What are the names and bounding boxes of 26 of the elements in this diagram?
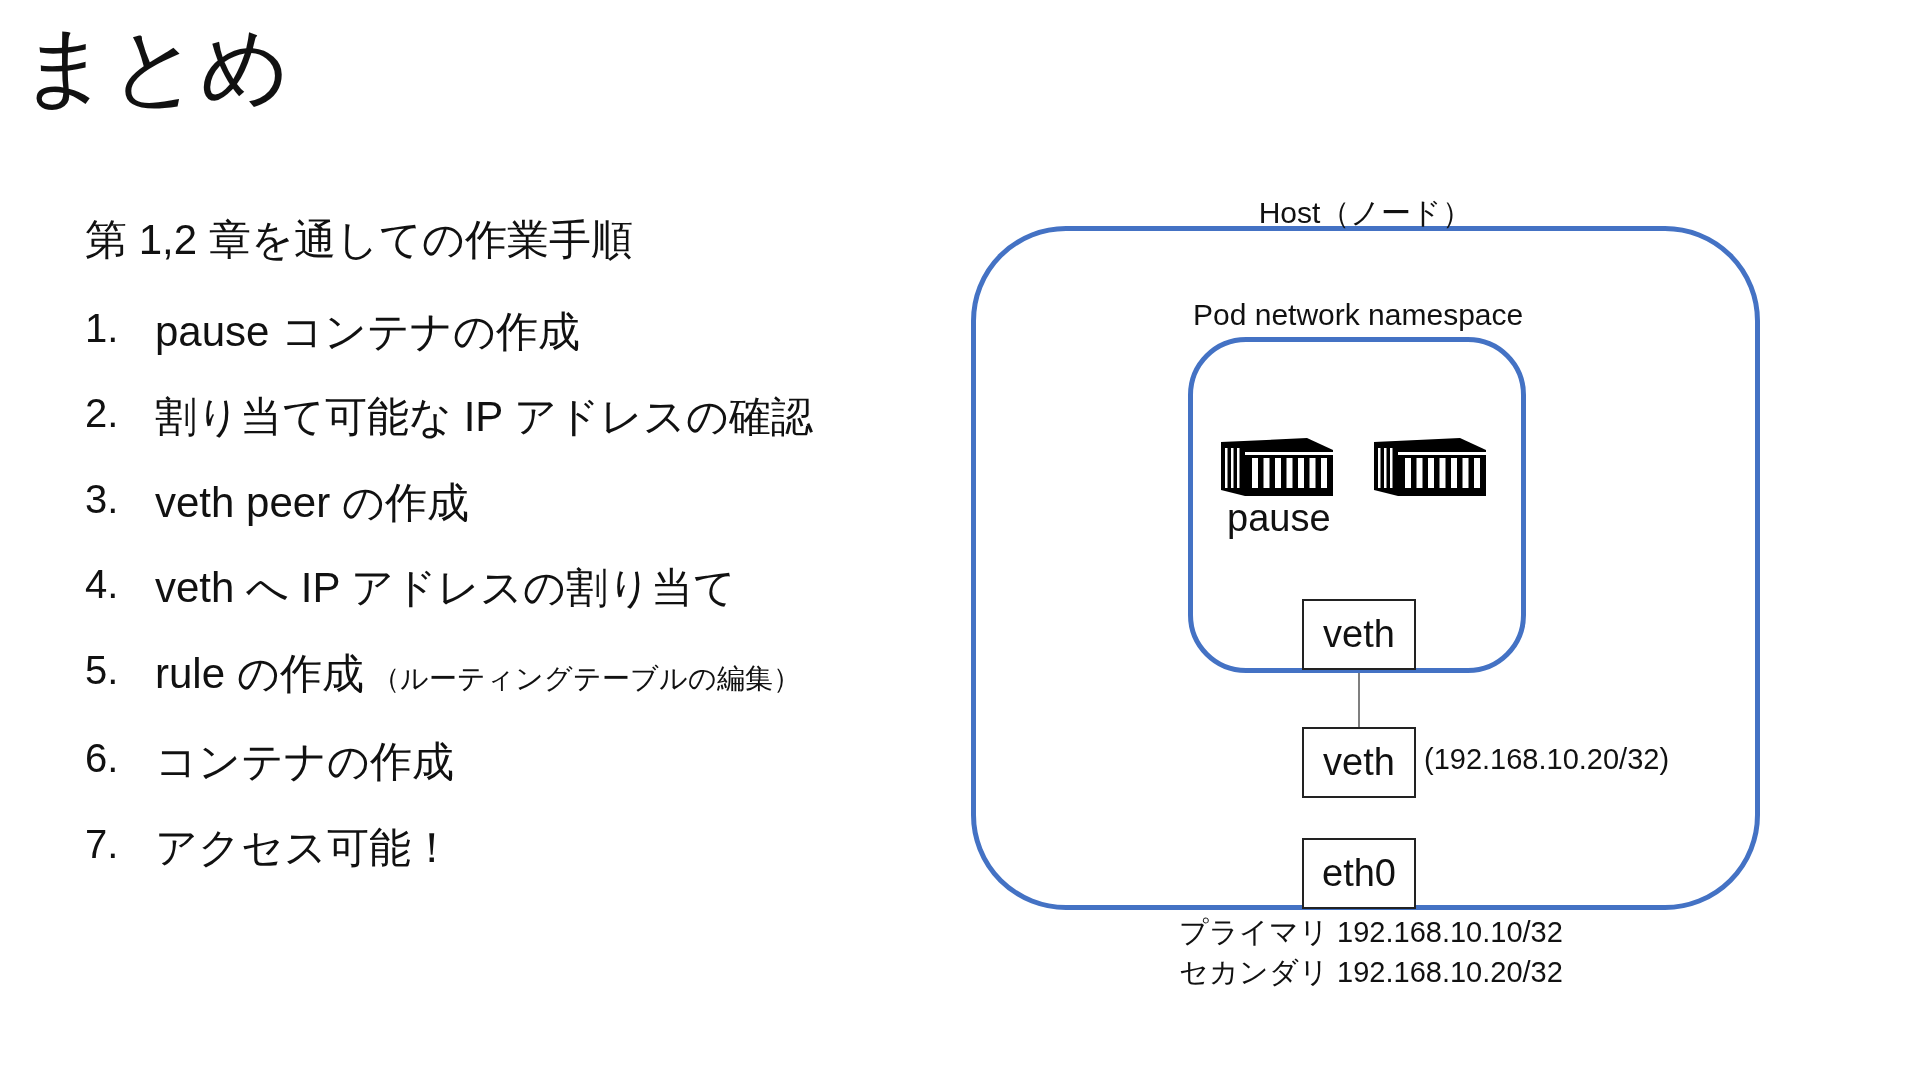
step-number: 1.: [85, 306, 119, 351]
step-number: 6.: [85, 736, 119, 781]
step-text: 割り当て可能な IP アドレスの確認: [155, 392, 814, 442]
step-text: pause コンテナの作成: [155, 307, 581, 357]
step-text: コンテナの作成: [155, 737, 454, 787]
address-text: プライマリ 192.168.10.10/32: [1179, 915, 1563, 950]
step-number: 4.: [85, 562, 119, 607]
box-heading: Host（ノード）: [1257, 195, 1474, 231]
step-number: 5.: [85, 648, 119, 693]
list-heading: 第 1,2 章を通しての作業手順: [85, 215, 633, 265]
interface-box: veth: [1302, 727, 1416, 798]
box-heading: Pod network namespace: [1193, 298, 1521, 332]
step-number: 2.: [85, 391, 119, 436]
address-text: セカンダリ 192.168.10.20/32: [1179, 955, 1563, 990]
step-number: 3.: [85, 477, 119, 522]
step-text: アクセス可能！: [155, 823, 453, 873]
step-text: veth へ IP アドレスの割り当て: [155, 563, 737, 613]
slide-title: まとめ: [20, 16, 290, 118]
step-number: 7.: [85, 822, 119, 867]
step-text: rule の作成: [155, 649, 364, 699]
address-text: (192.168.10.20/32): [1424, 743, 1670, 776]
step-note: （ルーティングテーブルの編集）: [372, 662, 801, 696]
interface-box: veth: [1302, 599, 1416, 670]
step-text: veth peer の作成: [155, 478, 469, 528]
container-label: pause: [1227, 497, 1331, 540]
interface-box: eth0: [1302, 838, 1416, 909]
